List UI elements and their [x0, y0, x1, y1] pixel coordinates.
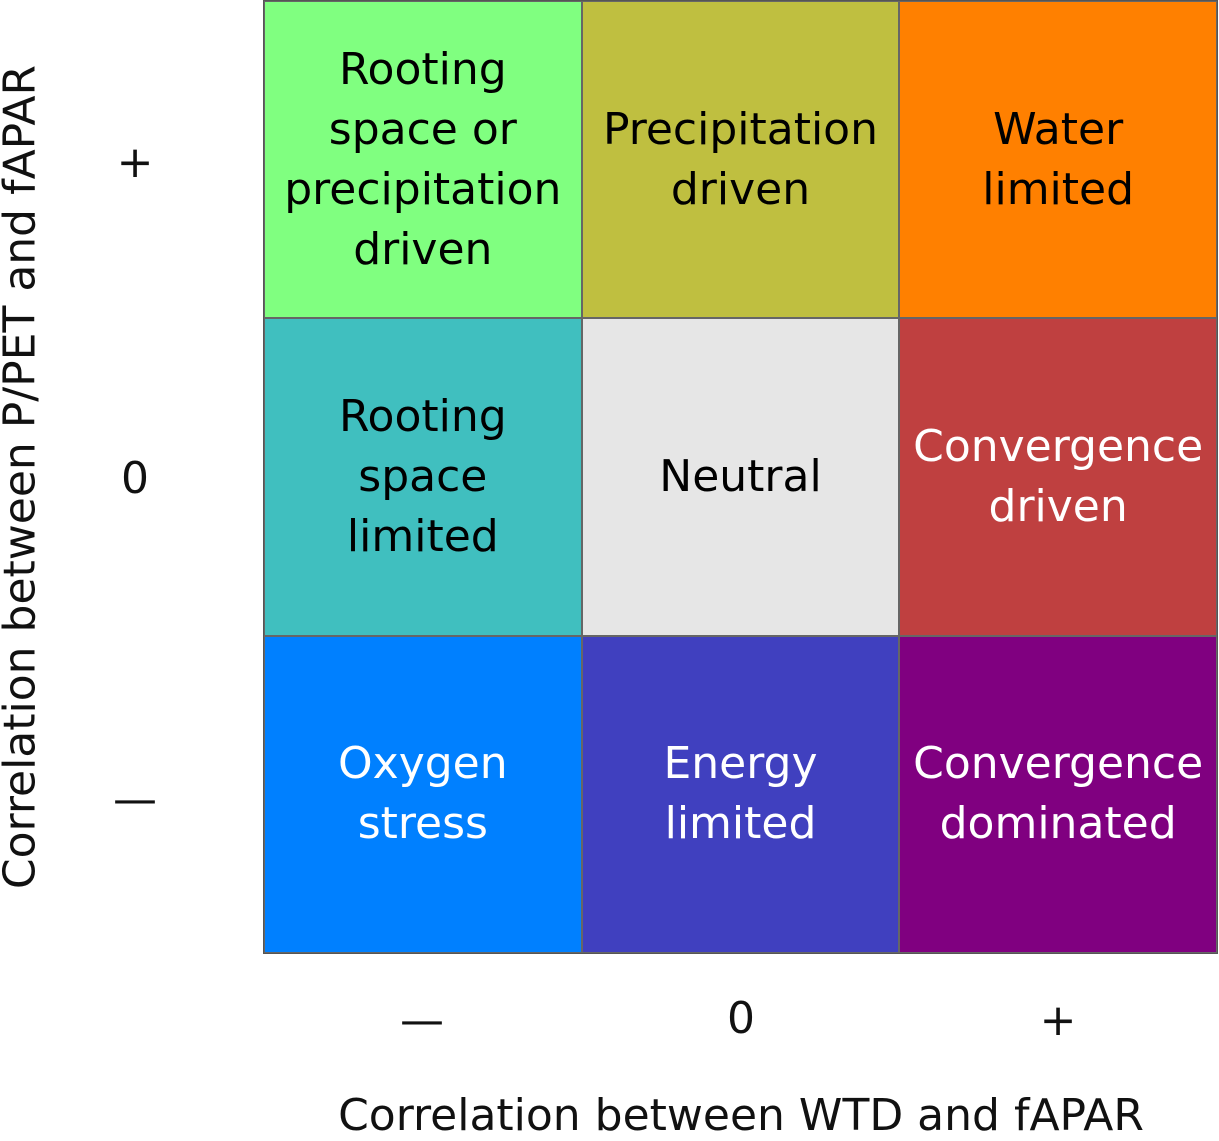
y-tick-plus: +	[116, 137, 154, 188]
x-tick-plus: +	[1039, 995, 1077, 1046]
cell-energy-limited: Energy limited	[581, 635, 900, 953]
x-tick-minus: —	[400, 995, 444, 1046]
y-tick-minus: —	[113, 774, 157, 825]
y-tick-zero: 0	[121, 453, 149, 504]
cell-oxygen-stress: Oxygen stress	[264, 635, 582, 953]
regime-grid: Rooting space or precipitation driven Pr…	[263, 0, 1218, 954]
x-tick-zero: 0	[727, 993, 755, 1044]
cell-rooting-space-or-precipitation-driven: Rooting space or precipitation driven	[264, 1, 582, 319]
cell-convergence-driven: Convergence driven	[899, 318, 1217, 636]
cell-neutral: Neutral	[581, 318, 900, 636]
x-axis-label: Correlation between WTD and fAPAR	[338, 1090, 1144, 1141]
y-axis-label: Correlation between P/PET and fAPAR	[0, 64, 46, 890]
cell-precipitation-driven: Precipitation driven	[581, 1, 900, 319]
cell-rooting-space-limited: Rooting space limited	[264, 318, 582, 636]
cell-convergence-dominated: Convergence dominated	[899, 635, 1217, 953]
cell-water-limited: Water limited	[899, 1, 1217, 319]
